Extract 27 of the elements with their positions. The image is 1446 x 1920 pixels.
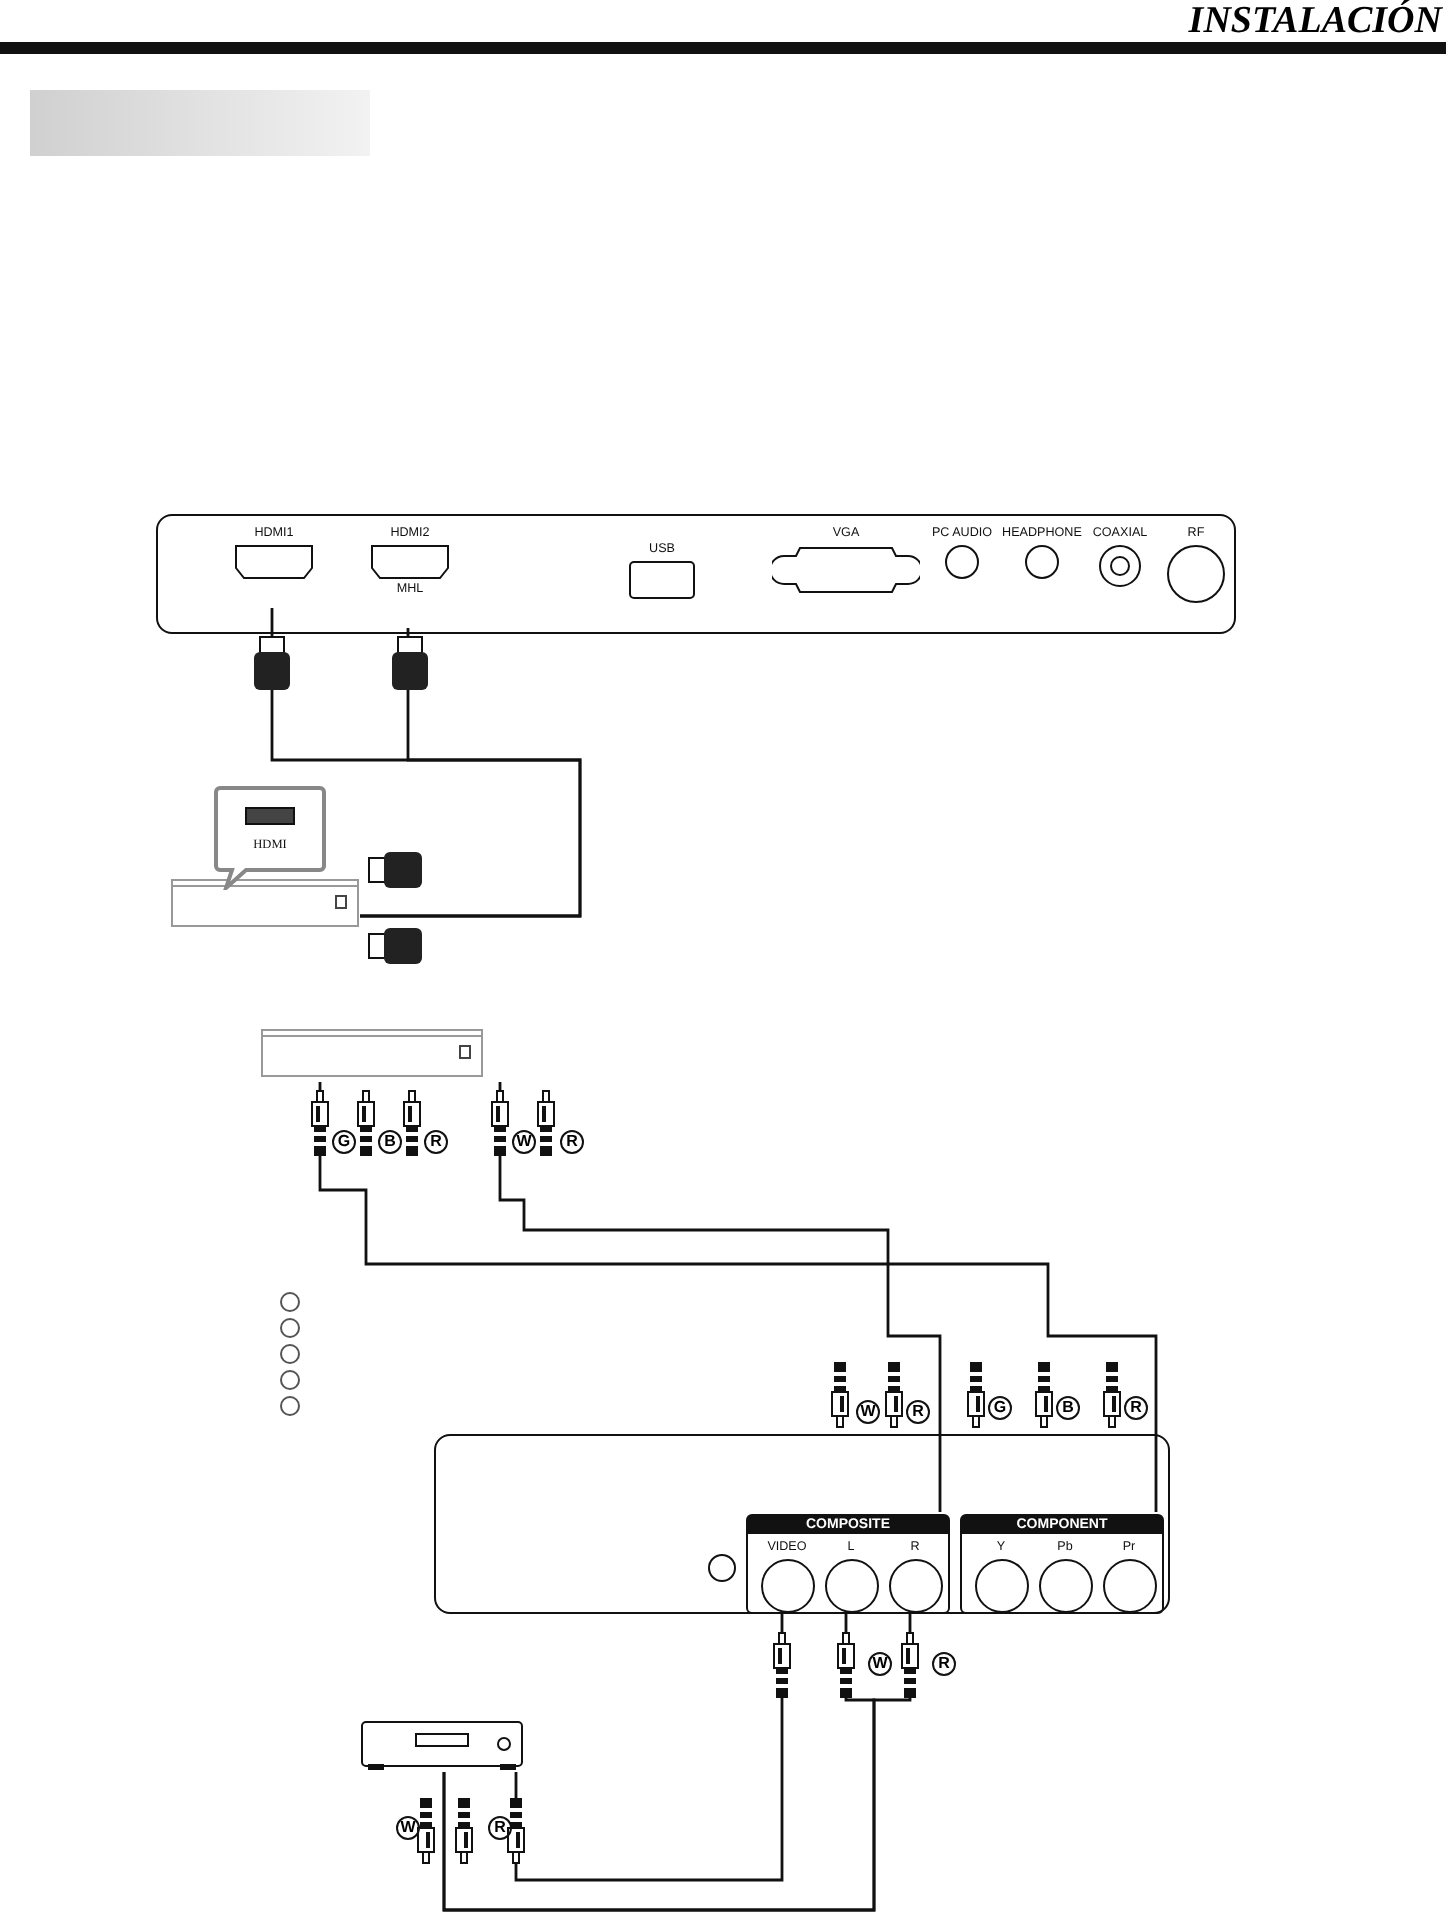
plug-letter: R: [560, 1130, 584, 1154]
cd-player-drawing: [360, 1716, 524, 1772]
callout-bubble: [214, 786, 326, 890]
cable-line: [514, 1608, 784, 1882]
plug-letter: R: [488, 1816, 512, 1840]
plug-letter: W: [856, 1400, 880, 1424]
plug-letter: G: [332, 1130, 356, 1154]
page-title: INSTALACIÓN: [1188, 0, 1442, 44]
jack-group-frame: [746, 1514, 950, 1614]
plug-letter: W: [868, 1652, 892, 1676]
jack-group-frame: [960, 1514, 1164, 1614]
cable-line: [318, 1082, 1158, 1512]
plug-letter: R: [932, 1652, 956, 1676]
plug-letter: R: [424, 1130, 448, 1154]
heading-bar: [30, 90, 370, 156]
connector-panel: [434, 1434, 1170, 1614]
cable-line: [498, 1082, 942, 1512]
connector-panel: [156, 514, 1236, 634]
plug-letter: W: [512, 1130, 536, 1154]
player-drawing: [170, 876, 360, 932]
plug-letter: B: [1056, 1396, 1080, 1420]
plug-letter: B: [378, 1130, 402, 1154]
plug-letter: R: [906, 1400, 930, 1424]
plug-letter: G: [988, 1396, 1012, 1420]
player-drawing: [260, 1026, 484, 1082]
plug-letter: R: [1124, 1396, 1148, 1420]
plug-letter: W: [396, 1816, 420, 1840]
